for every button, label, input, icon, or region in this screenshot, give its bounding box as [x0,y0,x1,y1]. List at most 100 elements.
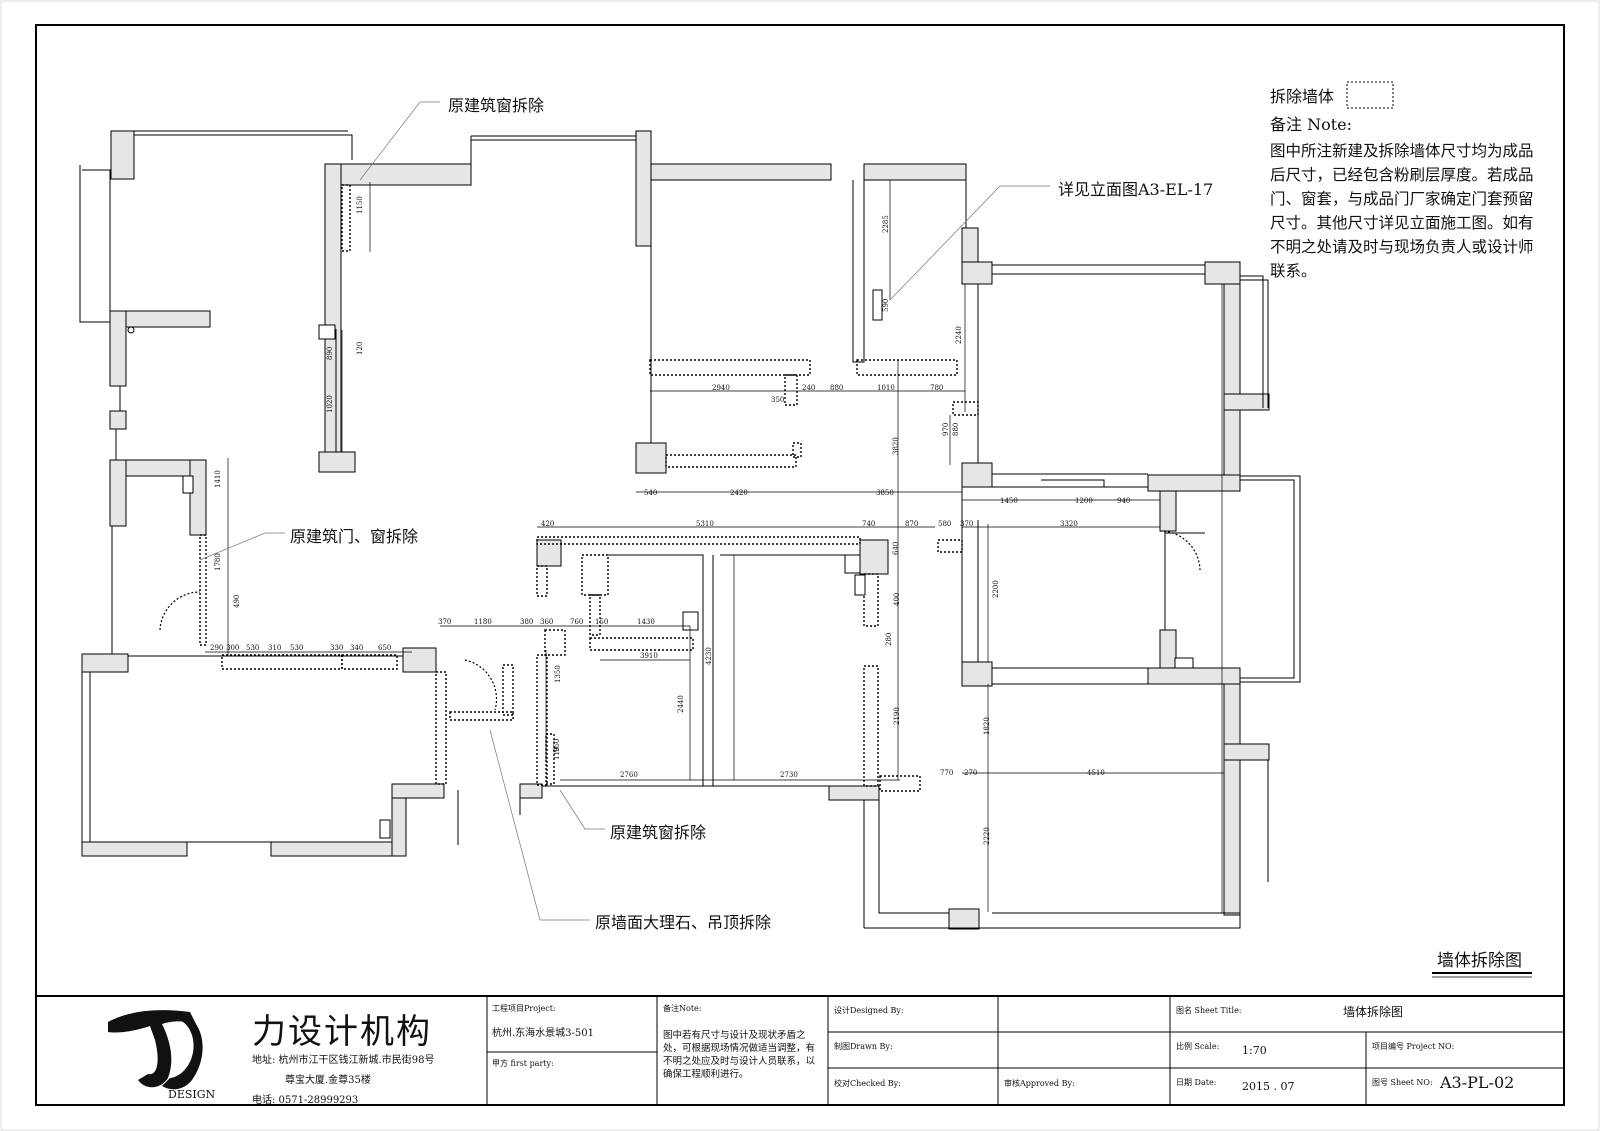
wall-segment [391,783,445,799]
demolished-wall [879,775,921,792]
demolished-wall [341,654,398,670]
demolished-wall [784,374,798,406]
demolished-walls [199,184,979,792]
company-address-1: 地址: 杭州市江干区钱江新城.市民街98号 [252,1055,435,1066]
scale-value: 1:70 [1242,1044,1267,1057]
project-label: 工程项目Project: [492,1004,556,1013]
dimension-label: 4230 [705,647,713,665]
wall-segment [1147,474,1241,492]
dimension-label: 2200 [992,580,1000,598]
dimension-label: 150 [595,618,609,626]
dimension-label: 970 [942,422,950,436]
wall-segment [402,647,437,673]
sink-icon [182,475,194,494]
wall-segment [635,130,652,247]
tb-note-label: 备注Note: [663,1004,702,1013]
company-phone: 电话: 0571-28999293 [252,1095,359,1106]
dimension-label: 640 [892,541,900,555]
wall-segment [318,451,356,473]
dimension-label: 280 [885,632,893,646]
annotation-door-window-demolish: 原建筑门、窗拆除 [290,527,419,546]
dimension-label: 760 [570,618,584,626]
dimension-label: 350 [771,396,785,404]
dimension-label: 1820 [983,717,991,735]
annotation-window-demolish-bottom: 原建筑窗拆除 [610,823,707,842]
tb-note-text: 图中若有尺寸与设计及现状矛盾之处，可根据现场情况做适当调整，有不明之处应及时与设… [663,1030,816,1080]
demolished-wall [863,665,879,787]
dimension-label: 3850 [876,489,894,497]
leader-line [199,532,285,561]
wall-segment [961,261,993,285]
demolished-wall [589,637,694,651]
wall-segment [635,442,667,474]
demolished-wall [649,359,811,376]
dimension-label: 1200 [1075,497,1093,505]
dimension-label: 880 [830,384,844,392]
wall-outline [79,165,110,323]
legend-note-label: 备注 Note: [1270,115,1353,134]
dimension-label: 1350 [554,665,562,683]
dimension-label: 300 [226,644,240,652]
wall-segment [109,410,127,430]
demolished-wall [449,711,514,721]
dimension-label: 1450 [1000,497,1018,505]
dimension-label: 1180 [474,618,492,626]
dimension-label: 540 [644,489,658,497]
title-block-grid [486,996,1564,1105]
wall-segment [1159,490,1177,532]
sheet-title-value: 墙体拆除图 [1343,1005,1404,1019]
dimension-label: 940 [1117,497,1131,505]
door-swing [464,659,498,711]
wall-segment [948,908,980,930]
leader-line [559,789,605,830]
dimension-label: 870 [905,520,919,528]
wall-segment [519,783,543,799]
dimension-label: 2220 [983,827,991,845]
wall-segment [1204,261,1241,285]
dimension-label: 890 [326,346,334,360]
dimension-label: 2420 [730,489,748,497]
wall-segment [863,163,967,181]
dimension-label: 1430 [637,618,655,626]
wall-segment [1223,393,1270,411]
demolished-wall [221,654,343,670]
dimension-label: 1780 [214,553,222,571]
stove-icon [682,611,699,631]
dimension-label: 330 [330,644,344,652]
dimension-label: 340 [350,644,364,652]
company-tag: DESIGN [168,1088,216,1101]
dimension-label: 1150 [356,196,364,214]
designed-by-label: 设计Designed By: [834,1006,904,1015]
company-logo [108,1010,203,1090]
demolished-wall [792,442,802,458]
demolished-wall [536,536,861,545]
wall-outline [878,800,949,914]
company-name: 力设计机构 [252,1012,432,1052]
door-swing [159,591,201,631]
dimension-label: 370 [438,618,452,626]
demolished-wall [536,565,548,597]
annotation-elevation-ref: 详见立面图A3-EL-17 [1058,180,1214,199]
demolished-wall [863,573,879,627]
wall-segment [1223,759,1241,916]
sink-icon [844,554,861,574]
wall-outline [1041,479,1105,487]
dimension-label: 2190 [893,707,901,725]
drawn-by-label: 制图Drawn By: [834,1042,893,1051]
dimension-label: 530 [246,644,260,652]
date-label: 日期 Date: [1176,1078,1217,1087]
dimension-label: 4510 [1087,769,1105,777]
demolished-wall [502,664,514,716]
dimension-label: 880 [952,422,960,436]
dimension-label: 950 [553,738,561,752]
demolished-wall [544,629,566,656]
dimension-label: 2440 [677,695,685,713]
wall-outline [1240,279,1269,408]
dimension-label: 3910 [640,652,658,660]
demolished-wall [435,671,447,785]
dimension-label: 490 [233,594,241,608]
dimension-label: 2940 [712,384,730,392]
door-swings [159,530,1201,711]
